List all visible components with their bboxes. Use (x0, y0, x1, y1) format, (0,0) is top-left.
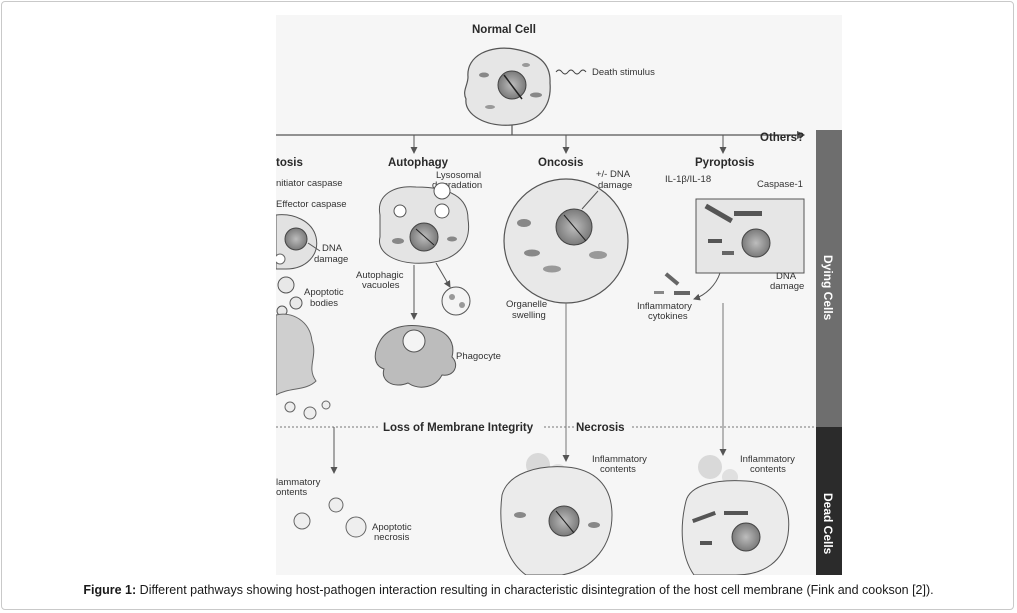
lysosome (433, 182, 451, 200)
necrotic-cell-oncosis (500, 453, 613, 575)
death-stimulus-squiggle (555, 69, 587, 75)
diagram-label: ontents (276, 487, 307, 498)
loss-membrane-label: Loss of Membrane Integrity (383, 422, 534, 434)
dead-cells-bar (816, 427, 842, 575)
diagram-label: contents (600, 464, 636, 475)
diagram-label: DNA (322, 243, 343, 254)
dead-cells-label: Dead Cells (821, 493, 835, 555)
oncosis-cell (503, 178, 629, 304)
diagram-label: vacuoles (362, 280, 400, 291)
diagram-label: necrosis (374, 532, 410, 543)
phagocyte-cell (374, 325, 457, 388)
necrosis-label: Necrosis (576, 422, 625, 434)
pathway-autophagy: Autophagy (388, 157, 449, 169)
normal-cell-illustration (464, 47, 551, 126)
apoptotic-bodies-cells (276, 276, 303, 317)
pyroptosis-cell (695, 198, 805, 274)
apoptosis-phagocyte (276, 313, 317, 396)
inflammatory-cytokines (654, 272, 690, 295)
diagram-label: +/- DNA (596, 169, 631, 180)
others-label: Others? (760, 132, 804, 144)
diagram-label: IL-1β/IL-18 (665, 174, 711, 185)
death-stimulus-label: Death stimulus (592, 67, 655, 78)
pathway-apoptosis: tosis (276, 157, 303, 169)
diagram-label: damage (770, 281, 804, 292)
normal-cell-title: Normal Cell (472, 24, 536, 36)
diagram-label: DNA (776, 271, 797, 282)
diagram-label: Inflammatory (637, 301, 692, 312)
diagram-label: cytokines (648, 311, 688, 322)
dying-cells-label: Dying Cells (821, 255, 835, 321)
pathway-oncosis: Oncosis (538, 157, 583, 169)
autophagic-vacuole (441, 286, 471, 316)
diagram-label: damage (314, 254, 348, 265)
diagram-label: Inflammatory (592, 454, 647, 465)
pathway-pyroptosis: Pyroptosis (695, 157, 754, 169)
diagram-label: nitiator caspase (276, 178, 343, 189)
figure-caption: Figure 1: Different pathways showing hos… (0, 583, 1017, 597)
diagram-label: Organelle (506, 299, 547, 310)
diagram-label: Autophagic (356, 270, 404, 281)
caption-prefix: Figure 1: (83, 583, 137, 597)
diagram-label: Lysosomal (436, 170, 481, 181)
diagram-label: damage (598, 180, 632, 191)
diagram-label: Caspase-1 (757, 179, 803, 190)
pathway-diagram: Dying Cells Dead Cells Normal Cell Death… (276, 15, 842, 575)
autophagy-cell (378, 186, 470, 264)
diagram-label: Apoptotic (372, 522, 412, 533)
dying-cells-bar (816, 130, 842, 427)
diagram-label: bodies (310, 298, 338, 309)
diagram-label: Effector caspase (276, 199, 347, 210)
necrotic-cell-pyroptosis (681, 455, 790, 575)
caption-text: Different pathways showing host-pathogen… (136, 583, 934, 597)
diagram-label: Apoptotic (304, 287, 344, 298)
diagram-label: Inflammatory (740, 454, 795, 465)
apoptotic-cell (276, 214, 318, 270)
diagram-label: contents (750, 464, 786, 475)
diagram-label: Phagocyte (456, 351, 501, 362)
diagram-label: degradation (432, 180, 482, 191)
diagram-label: swelling (512, 310, 546, 321)
diagram-label: lammatory (276, 477, 321, 488)
